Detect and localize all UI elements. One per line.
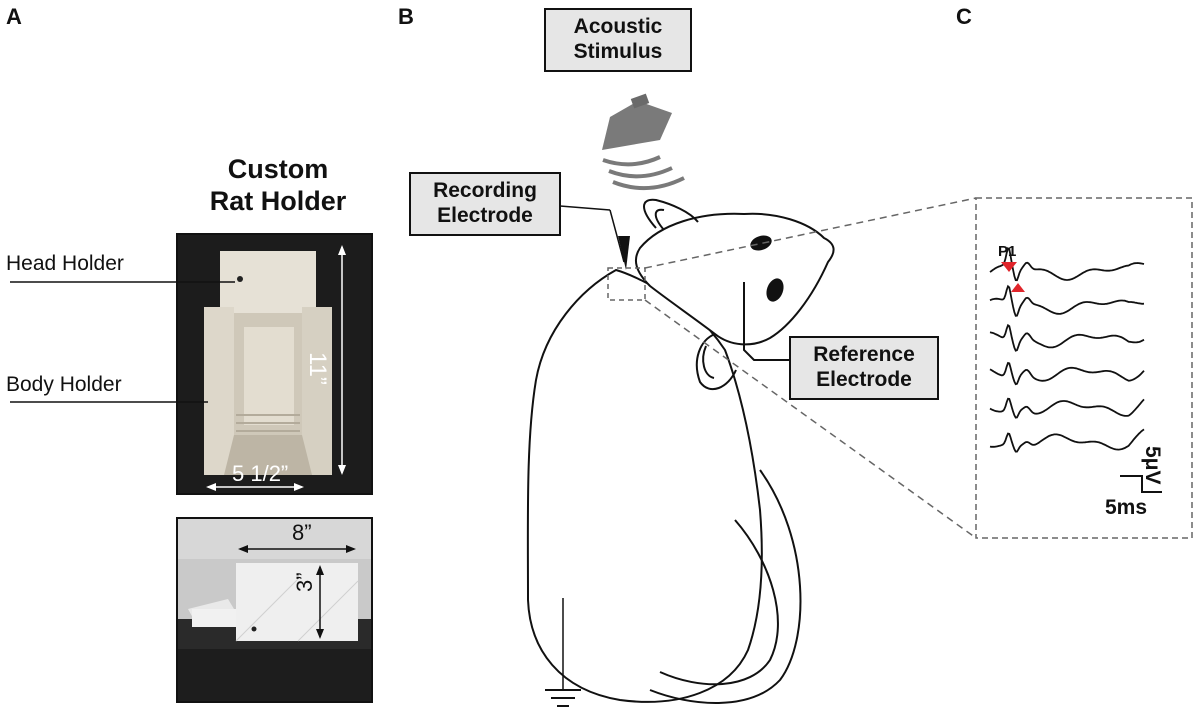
recording-electrode-line2: Electrode	[437, 204, 533, 227]
abr-trace-5	[989, 397, 1145, 419]
abr-traces	[989, 246, 1145, 453]
speaker-icon	[602, 93, 685, 191]
rat-illustration	[526, 198, 835, 705]
recording-electrode	[559, 205, 630, 270]
scale-y-label: 5μV	[1141, 446, 1164, 485]
abr-trace-4	[989, 361, 1145, 386]
zoom-line-bottom	[644, 299, 977, 539]
panel-label-b: B	[398, 4, 414, 29]
traces-frame	[975, 197, 1193, 539]
acoustic-stimulus-label: Acoustic Stimulus	[544, 8, 692, 72]
acoustic-stimulus-line1: Acoustic	[573, 15, 663, 38]
scale-bar	[1120, 475, 1162, 493]
panel-label-c: C	[956, 4, 972, 29]
acoustic-stimulus-line2: Stimulus	[573, 40, 663, 63]
ground-icon	[545, 689, 581, 707]
holder-title-line2: Rat Holder	[209, 186, 347, 216]
holder-title: Custom Rat Holder	[178, 153, 378, 217]
dimension-width: 5 1/2”	[232, 461, 289, 486]
p1-peak-marker	[1001, 262, 1017, 272]
body-holder-label: Body Holder	[6, 373, 122, 396]
recording-electrode-line1: Recording	[433, 179, 537, 202]
scale-x-label: 5ms	[1105, 496, 1148, 519]
abr-trace-6	[989, 428, 1145, 453]
p1-label: P1	[998, 243, 1017, 260]
reference-electrode-line2: Electrode	[816, 368, 912, 391]
holder-title-line1: Custom	[227, 154, 329, 184]
recording-electrode-label: Recording Electrode	[409, 172, 561, 236]
zoom-line-top	[644, 197, 977, 269]
dimension-length: 8”	[292, 520, 312, 545]
holder-top-illustration	[178, 235, 371, 493]
abr-trace-2	[989, 284, 1145, 317]
rat-eye-right	[766, 278, 784, 302]
holder-side-photo	[176, 517, 373, 703]
reference-electrode-line1: Reference	[813, 343, 915, 366]
holder-side-illustration	[178, 519, 371, 701]
zoom-region	[607, 267, 646, 301]
head-holder-label: Head Holder	[6, 252, 124, 275]
holder-top-photo	[176, 233, 373, 495]
rat-eye-left	[750, 235, 772, 251]
reference-electrode-label: Reference Electrode	[789, 336, 939, 400]
panel-label-a: A	[6, 4, 22, 29]
abr-trace-1	[989, 246, 1145, 282]
trough-marker	[1011, 283, 1025, 292]
abr-trace-3	[989, 323, 1145, 352]
